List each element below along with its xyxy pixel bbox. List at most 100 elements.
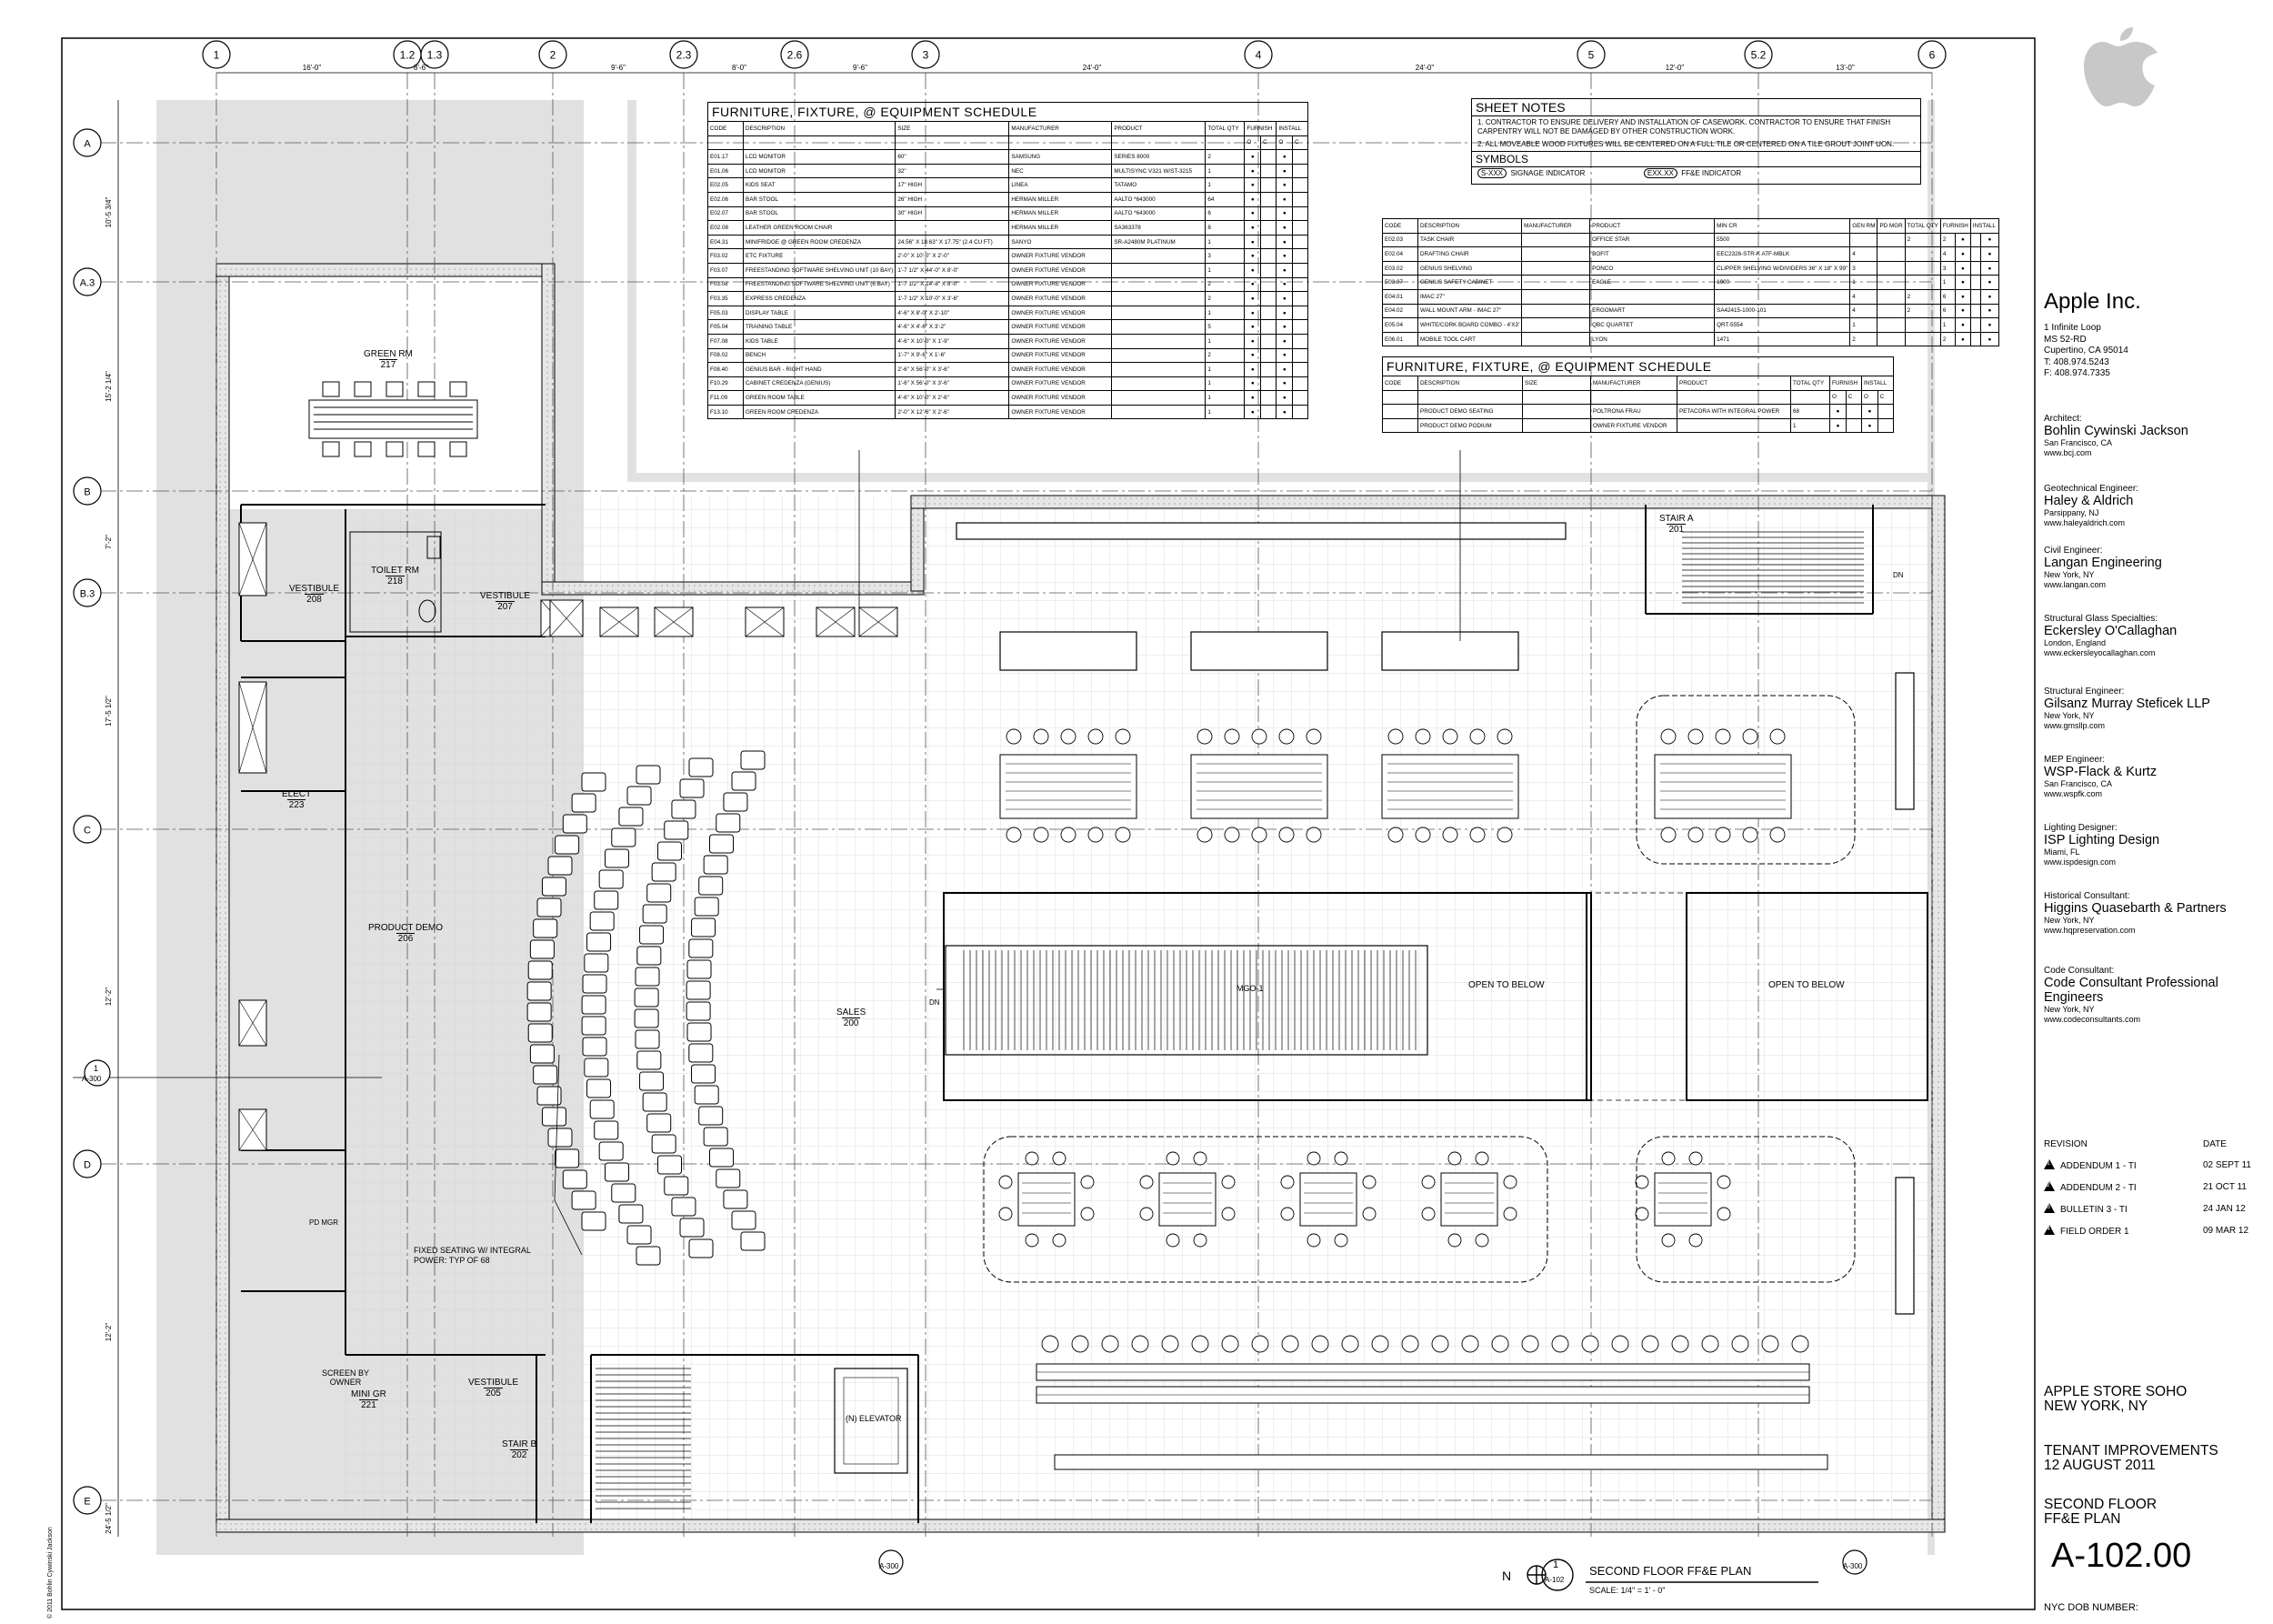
schedule-cell: CABINET CREDENZA (GENIUS) bbox=[742, 376, 896, 392]
schedule-cell: E02.03 bbox=[1382, 232, 1418, 248]
revision-delta-icon: 4 bbox=[2044, 1225, 2055, 1235]
stool bbox=[1661, 1151, 1676, 1166]
theater-seat bbox=[664, 1176, 689, 1196]
chair bbox=[449, 441, 467, 457]
drawing-scale: SCALE: 1/4" = 1' - 0" bbox=[1589, 1586, 1666, 1595]
stool bbox=[998, 1175, 1013, 1189]
stool bbox=[1387, 728, 1404, 745]
symbols-title: SYMBOLS bbox=[1472, 151, 1920, 167]
schedule-mark: ● bbox=[1244, 390, 1262, 406]
grid-col-label: 2 bbox=[550, 49, 556, 62]
schedule-mark bbox=[1877, 404, 1895, 419]
schedule-cell: 2 bbox=[1849, 331, 1878, 347]
theater-seat bbox=[642, 1092, 667, 1112]
schedule-cell: 1 bbox=[1205, 376, 1246, 392]
consultant-web: www.gmsllp.com bbox=[2044, 721, 2106, 730]
schedule-cell: BOFIT bbox=[1589, 246, 1716, 262]
ffe-tag: EXX.XX bbox=[1643, 168, 1677, 178]
consultant-role: Structural Glass Specialties: bbox=[2044, 614, 2158, 624]
theater-seat bbox=[586, 1078, 612, 1098]
schedule-cell: BAR STOOL bbox=[742, 191, 896, 207]
stool bbox=[1280, 1207, 1295, 1221]
schedule-header: PRODUCT bbox=[1589, 218, 1716, 234]
schedule-cell: 1 bbox=[1939, 317, 1957, 333]
schedule-cell: LINEA bbox=[1008, 177, 1113, 193]
schedule-cell bbox=[1111, 333, 1207, 349]
schedule-cell: 6 bbox=[1939, 288, 1957, 305]
schedule-subheader: O bbox=[1276, 135, 1294, 151]
schedule-mark: ● bbox=[1955, 303, 1971, 319]
schedule-mark bbox=[1260, 276, 1277, 293]
chair bbox=[417, 441, 436, 457]
sheet-border bbox=[61, 37, 2036, 1610]
schedule-mark bbox=[1292, 206, 1309, 222]
schedule-cell: 4 bbox=[1939, 246, 1957, 262]
consultant-city: New York, NY bbox=[2044, 570, 2095, 579]
grid-col-label: 1.3 bbox=[427, 49, 443, 62]
theater-seat bbox=[527, 960, 553, 980]
schedule-mark bbox=[1260, 220, 1277, 236]
theater-seat bbox=[533, 918, 558, 938]
grid-row-label: B.3 bbox=[80, 589, 95, 600]
theater-seat bbox=[698, 1106, 724, 1126]
schedule-cell: LCD MONITOR bbox=[742, 149, 896, 165]
stool bbox=[1334, 1233, 1348, 1248]
schedule-mark bbox=[1292, 220, 1309, 236]
schedule-cell: F03.07 bbox=[707, 262, 744, 278]
schedule-mark: ● bbox=[1276, 362, 1294, 377]
schedule-cell bbox=[1877, 246, 1906, 262]
schedule-mark bbox=[1260, 163, 1277, 179]
schedule-cell: FREESTANDING SOFTWARE SHELVING UNIT (6 B… bbox=[742, 276, 896, 293]
schedule-mark bbox=[1969, 288, 1982, 305]
schedule-subheader: O bbox=[1861, 389, 1878, 406]
drawing-title-graphic bbox=[1527, 1559, 1818, 1591]
consultant-role: Structural Engineer: bbox=[2044, 687, 2125, 697]
schedule-mark bbox=[1292, 376, 1309, 392]
schedule-header: FURNISH bbox=[1939, 218, 1971, 234]
open-to-below-2: OPEN TO BELOW bbox=[1768, 980, 1845, 990]
consultant-name: WSP-Flack & Kurtz bbox=[2044, 765, 2158, 779]
grid-col-label: 4 bbox=[1256, 49, 1262, 62]
theater-seat bbox=[582, 1037, 607, 1057]
schedule-cell: 8 bbox=[1205, 220, 1246, 236]
schedule-cell: 3 bbox=[1849, 260, 1878, 276]
theater-seat bbox=[703, 855, 728, 875]
schedule-mark: ● bbox=[1980, 331, 1999, 347]
schedule-mark: ● bbox=[1980, 260, 1999, 276]
grid-row-label: B bbox=[84, 487, 90, 498]
schedule-cell: 2'-6" X 56'-0" X 3'-6" bbox=[895, 362, 1010, 377]
schedule-cell: F05.04 bbox=[707, 319, 744, 335]
revision-label: BULLETIN 3 - TI bbox=[2060, 1205, 2128, 1215]
genius-stool bbox=[1671, 1335, 1689, 1353]
stool bbox=[1362, 1175, 1377, 1189]
theater-seat bbox=[589, 1099, 615, 1119]
schedule-mark bbox=[1292, 149, 1309, 165]
stair-and-escalator bbox=[943, 892, 1928, 1101]
stool bbox=[1280, 1175, 1295, 1189]
box-x bbox=[238, 522, 267, 596]
schedule-cell bbox=[1111, 390, 1207, 406]
dim-label-col: 16'-0" bbox=[303, 64, 322, 72]
schedule-mark: ● bbox=[1244, 276, 1262, 293]
schedule-mark: ● bbox=[1244, 234, 1262, 250]
schedule-cell: 60" bbox=[895, 149, 1010, 165]
consultant-web: www.wspfk.com bbox=[2044, 789, 2103, 798]
schedule-cell: E03.07 bbox=[1382, 275, 1418, 290]
shelving-units bbox=[956, 522, 1915, 1315]
schedule-mark bbox=[1260, 390, 1277, 406]
schedule-cell bbox=[1111, 376, 1207, 392]
genius-bar bbox=[1036, 1363, 1828, 1470]
theater-seat bbox=[584, 953, 609, 973]
signage-tag: S-XXX bbox=[1477, 168, 1507, 178]
schedule-cell: 1'-7 1/2" X 14'-8" X 8'-0" bbox=[895, 276, 1010, 293]
theater-seat bbox=[698, 876, 724, 896]
stool bbox=[1080, 1175, 1095, 1189]
theater-seat bbox=[636, 765, 661, 785]
